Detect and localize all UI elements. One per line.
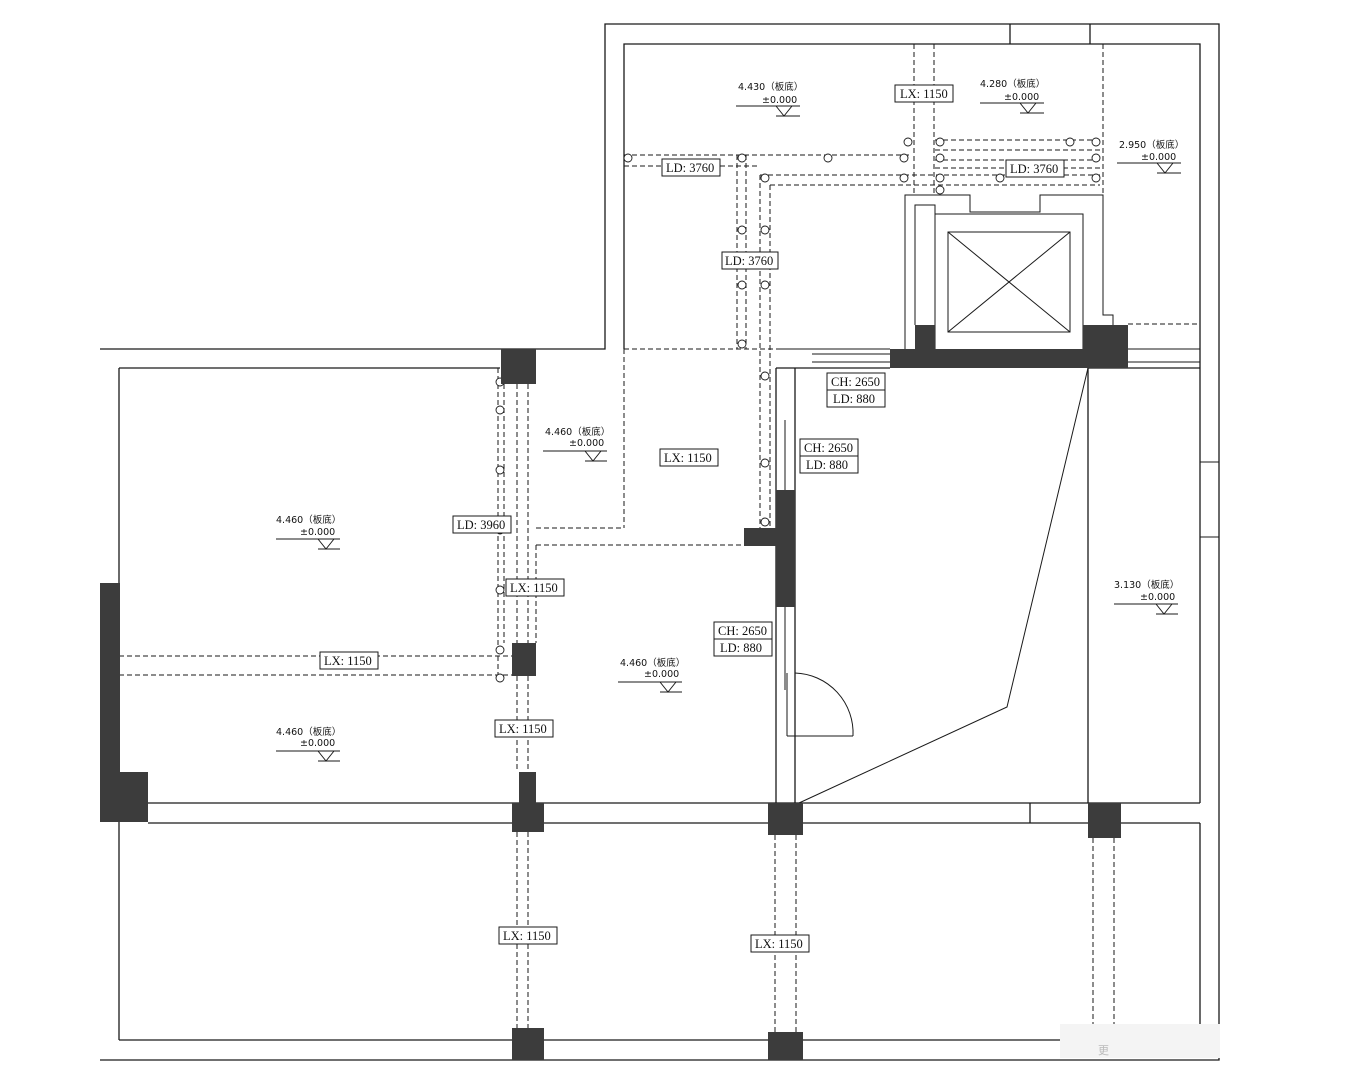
- diagonal-wall: [798, 367, 1089, 804]
- tag-text: LD: 880: [806, 458, 848, 472]
- tag-text: CH: 2650: [831, 375, 880, 389]
- tag-lx-top: LX: 1150: [894, 84, 954, 103]
- tag-lx-left-upper: LX: 1150: [505, 578, 565, 597]
- tag-text: LD: 880: [720, 641, 762, 655]
- tag-lx-mid-room: LX: 1150: [659, 448, 719, 467]
- level-top: 2.950（板底）: [1119, 139, 1184, 151]
- level-bottom: ±0.000: [1140, 592, 1175, 603]
- level-top: 3.130（板底）: [1114, 579, 1179, 591]
- level-marker: 3.130（板底） ±0.000: [1114, 579, 1179, 615]
- door-swing: [786, 672, 854, 737]
- tag-text: LX: 1150: [664, 451, 712, 465]
- level-marker: 4.460（板底） ±0.000: [276, 514, 341, 550]
- tag-text: LD: 880: [833, 392, 875, 406]
- columns: [100, 325, 1128, 1060]
- level-bottom: ±0.000: [1004, 92, 1039, 103]
- tag-text: LX: 1150: [503, 929, 551, 943]
- tag-ld-880-1: LD: 880: [826, 389, 886, 408]
- rebar-markers: [495, 137, 1101, 683]
- level-top: 4.460（板底）: [620, 657, 685, 669]
- level-marker: 4.430（板底） ±0.000: [736, 81, 803, 117]
- tag-ld-880-2: LD: 880: [799, 455, 859, 474]
- tag-ld-vertical: LD: 3760: [721, 251, 779, 270]
- tag-ch-3: CH: 2650: [713, 621, 773, 640]
- tag-lx-left-lower: LX: 1150: [494, 719, 554, 738]
- tag-text: LX: 1150: [755, 937, 803, 951]
- level-top: 4.460（板底）: [276, 514, 341, 526]
- level-bottom: ±0.000: [569, 438, 604, 449]
- watermark: 更: [1060, 1024, 1220, 1058]
- outer-walls: [100, 23, 1220, 1061]
- level-bottom: ±0.000: [300, 738, 335, 749]
- level-marker: 4.460（板底） ±0.000: [543, 426, 610, 462]
- tag-ld-top-left: LD: 3760: [661, 158, 721, 177]
- tag-ld-top-right: LD: 3760: [1005, 159, 1065, 178]
- level-marker: 4.280（板底） ±0.000: [980, 78, 1045, 114]
- tag-text: CH: 2650: [718, 624, 767, 638]
- beams: [119, 44, 1115, 1040]
- tag-ld-left: LD: 3960: [452, 515, 512, 534]
- tag-text: LD: 3760: [1010, 162, 1058, 176]
- tag-ch-1: CH: 2650: [826, 372, 886, 391]
- tag-text: CH: 2650: [804, 441, 853, 455]
- level-bottom: ±0.000: [1141, 152, 1176, 163]
- tag-lx-bottom-left: LX: 1150: [498, 926, 558, 945]
- tag-ch-2: CH: 2650: [799, 438, 859, 457]
- level-marker: 4.460（板底） ±0.000: [618, 657, 685, 693]
- tag-ld-880-3: LD: 880: [713, 638, 773, 657]
- tag-text: LX: 1150: [900, 87, 948, 101]
- level-top: 4.460（板底）: [276, 726, 341, 738]
- tag-text: LX: 1150: [324, 654, 372, 668]
- tag-text: LD: 3760: [725, 254, 773, 268]
- tag-lx-horizontal: LX: 1150: [319, 651, 379, 670]
- level-top: 4.430（板底）: [738, 81, 803, 93]
- watermark-text: 更: [1098, 1044, 1109, 1057]
- tag-text: LX: 1150: [510, 581, 558, 595]
- tag-lx-bottom-mid: LX: 1150: [750, 934, 810, 953]
- elevator-shaft: [904, 194, 1114, 349]
- tag-text: LX: 1150: [499, 722, 547, 736]
- level-marker: 4.460（板底） ±0.000: [276, 726, 341, 762]
- level-marker: 2.950（板底） ±0.000: [1117, 139, 1184, 174]
- level-top: 4.460（板底）: [545, 426, 610, 438]
- level-bottom: ±0.000: [300, 527, 335, 538]
- tag-text: LD: 3760: [666, 161, 714, 175]
- tag-text: LD: 3960: [457, 518, 505, 532]
- level-bottom: ±0.000: [644, 669, 679, 680]
- level-bottom: ±0.000: [762, 95, 797, 106]
- level-top: 4.280（板底）: [980, 78, 1045, 90]
